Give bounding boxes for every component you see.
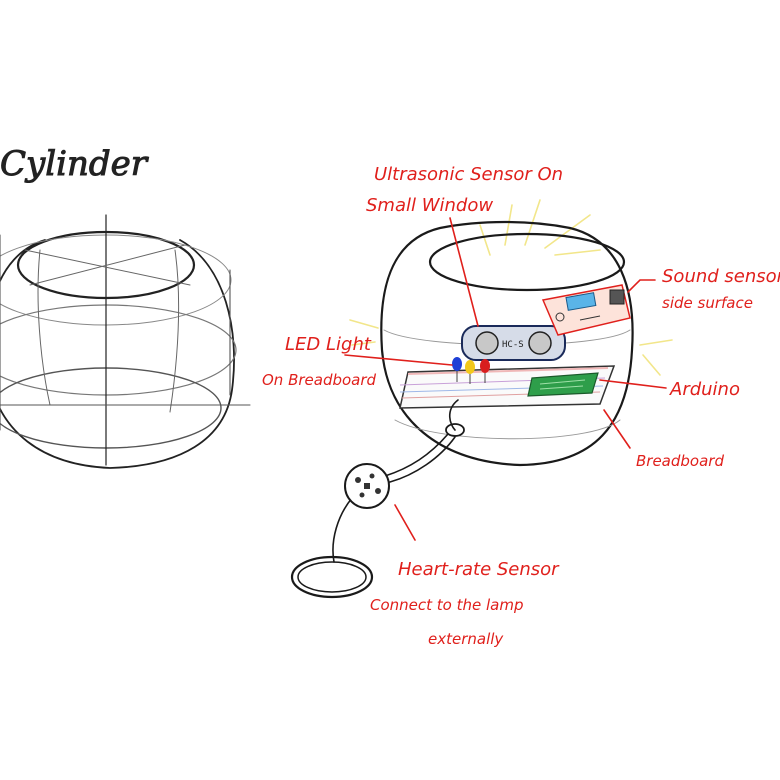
light-rays bbox=[349, 199, 673, 376]
leader-ultrasonic bbox=[449, 217, 479, 327]
leader-lines bbox=[344, 217, 667, 541]
leader-arduino bbox=[599, 379, 667, 389]
sound-label-line1: Sound sensor bbox=[662, 266, 780, 287]
breadboard-label: Breadboard bbox=[636, 452, 724, 470]
cylinder-construction-sketch: Cylinder bbox=[0, 144, 251, 469]
led-blue bbox=[452, 357, 462, 371]
led-label-line2: On Breadboard bbox=[262, 371, 377, 389]
led-lights bbox=[452, 357, 490, 384]
ultrasonic-sensor: HC-S bbox=[461, 325, 566, 361]
leader-heart bbox=[394, 504, 416, 541]
led-yellow bbox=[465, 360, 475, 374]
heart-rate-strap bbox=[290, 555, 374, 599]
heart-rate-cable bbox=[332, 399, 465, 563]
leader-breadboard bbox=[603, 409, 631, 449]
heart-label-line3: externally bbox=[428, 630, 504, 648]
sound-sensor bbox=[541, 284, 631, 336]
ultrasonic-chip-label: HC-S bbox=[502, 340, 524, 350]
arduino-board bbox=[527, 372, 599, 397]
led-red bbox=[480, 359, 490, 373]
led-label-line1: LED Light bbox=[285, 334, 372, 355]
leader-sound bbox=[627, 279, 656, 293]
heart-label-line2: Connect to the lamp bbox=[370, 596, 524, 614]
sound-label-line2: side surface bbox=[662, 294, 753, 312]
annotations: Ultrasonic Sensor On Small Window Sound … bbox=[262, 164, 780, 648]
ultrasonic-label-line2: Small Window bbox=[366, 195, 493, 216]
heart-label-line1: Heart-rate Sensor bbox=[398, 559, 560, 580]
ultrasonic-label-line1: Ultrasonic Sensor On bbox=[374, 164, 563, 185]
arduino-label: Arduino bbox=[669, 379, 740, 400]
leader-led bbox=[344, 354, 453, 366]
lamp-sketch: HC-S bbox=[290, 199, 673, 599]
cylinder-title: Cylinder bbox=[0, 144, 149, 184]
heart-rate-sensor bbox=[344, 463, 390, 509]
